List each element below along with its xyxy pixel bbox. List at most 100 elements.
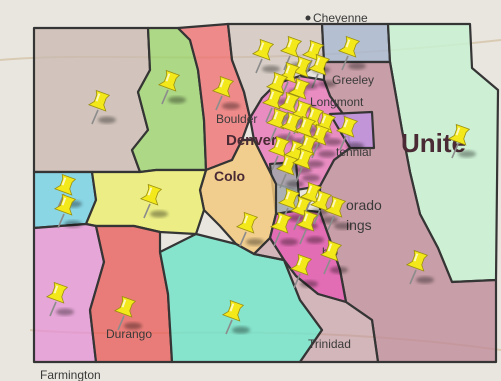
pin-shadow <box>124 322 142 330</box>
pin-head-icon <box>307 53 331 76</box>
pin-shadow <box>150 210 168 218</box>
pin-highlight <box>165 73 171 82</box>
map-pin[interactable] <box>139 183 168 219</box>
map-pin[interactable] <box>269 211 298 247</box>
pin-highlight <box>229 303 235 312</box>
pin-shadow <box>306 160 324 168</box>
pin-needle <box>279 173 287 189</box>
pin-head-icon <box>251 38 275 61</box>
map-pin[interactable] <box>295 209 324 245</box>
pin-highlight <box>275 139 281 148</box>
pin-highlight <box>285 65 291 74</box>
district-layer <box>32 22 500 364</box>
map-pin[interactable] <box>87 89 116 125</box>
pin-shadow <box>346 142 364 150</box>
pin-head-icon <box>319 239 343 262</box>
pin-head-icon <box>291 147 315 170</box>
pin-shadow <box>306 236 324 244</box>
pin-highlight <box>287 39 293 48</box>
pin-highlight <box>321 115 327 124</box>
pin-highlight <box>285 191 291 200</box>
pin-needle <box>339 135 347 151</box>
map-pin[interactable] <box>323 195 352 231</box>
map-pin[interactable] <box>307 53 336 89</box>
map-pin[interactable] <box>211 75 240 111</box>
map-pin[interactable] <box>319 239 348 275</box>
pin-highlight <box>273 111 279 120</box>
pin-highlight <box>273 75 279 84</box>
map-pin[interactable] <box>337 35 366 71</box>
pin-needle <box>271 155 279 171</box>
pin-highlight <box>121 299 127 308</box>
pin-highlight <box>61 197 67 206</box>
cheyenne-marker <box>305 15 311 21</box>
pin-shadow <box>324 138 342 146</box>
map-pin[interactable] <box>157 69 186 105</box>
pin-shadow <box>64 220 82 228</box>
label-colorado-springs-1: orado <box>346 197 382 213</box>
pin-head-icon <box>279 35 303 58</box>
pin-highlight <box>309 43 315 52</box>
map-pin[interactable] <box>221 299 250 335</box>
pin-layer <box>45 35 476 335</box>
pin-needle <box>311 143 319 159</box>
map-pin[interactable] <box>251 38 280 74</box>
pin-highlight <box>61 177 67 186</box>
pin-highlight <box>327 243 333 252</box>
map-pin[interactable] <box>335 115 364 151</box>
pin-highlight <box>53 285 59 294</box>
pin-needle <box>265 107 273 123</box>
pin-shadow <box>330 266 348 274</box>
pin-highlight <box>301 119 307 128</box>
pin-head-icon <box>221 299 245 322</box>
map-pin[interactable] <box>405 249 434 285</box>
pin-head-icon <box>405 249 429 272</box>
pin-needle <box>239 231 247 247</box>
district-yellow[interactable] <box>84 168 208 236</box>
label-denver: Denver <box>226 132 277 149</box>
pin-head-icon <box>295 209 319 232</box>
district-south-center[interactable] <box>252 236 380 364</box>
map-pin[interactable] <box>291 147 320 183</box>
pin-head-icon <box>279 111 303 134</box>
label-boulder: Boulder <box>216 112 257 126</box>
map-pin[interactable] <box>235 211 264 247</box>
pin-head-icon <box>323 195 347 218</box>
pin-needle <box>143 203 151 219</box>
district-sw-red[interactable] <box>88 224 174 364</box>
pin-needle <box>313 209 321 225</box>
pin-head-icon <box>45 281 69 304</box>
pin-highlight <box>343 119 349 128</box>
pin-needle <box>225 319 233 335</box>
pin-head-icon <box>139 183 163 206</box>
map-pin[interactable] <box>113 295 142 331</box>
pin-highlight <box>297 59 303 68</box>
pin-highlight <box>297 199 303 208</box>
map-pin[interactable] <box>53 193 82 229</box>
map-pin[interactable] <box>309 189 338 225</box>
pin-head-icon <box>157 69 181 92</box>
map-pin[interactable] <box>45 281 74 317</box>
pin-needle <box>409 269 417 285</box>
pin-highlight <box>277 215 283 224</box>
map-pin[interactable] <box>447 123 476 159</box>
pin-needle <box>255 58 263 74</box>
pin-highlight <box>331 199 337 208</box>
pin-highlight <box>315 57 321 66</box>
pin-highlight <box>295 81 301 90</box>
map-pin[interactable] <box>289 253 318 289</box>
pin-needle <box>293 273 301 289</box>
pin-shadow <box>458 150 476 158</box>
pin-head-icon <box>53 193 77 216</box>
pin-highlight <box>297 103 303 112</box>
pin-highlight <box>95 93 101 102</box>
pin-head-icon <box>113 295 137 318</box>
pin-shadow <box>232 326 250 334</box>
pin-shadow <box>56 308 74 316</box>
label-farmington: Farmington <box>40 368 101 381</box>
pin-highlight <box>285 95 291 104</box>
pin-highlight <box>299 151 305 160</box>
pin-shadow <box>286 180 304 188</box>
map-pin[interactable] <box>275 153 304 189</box>
